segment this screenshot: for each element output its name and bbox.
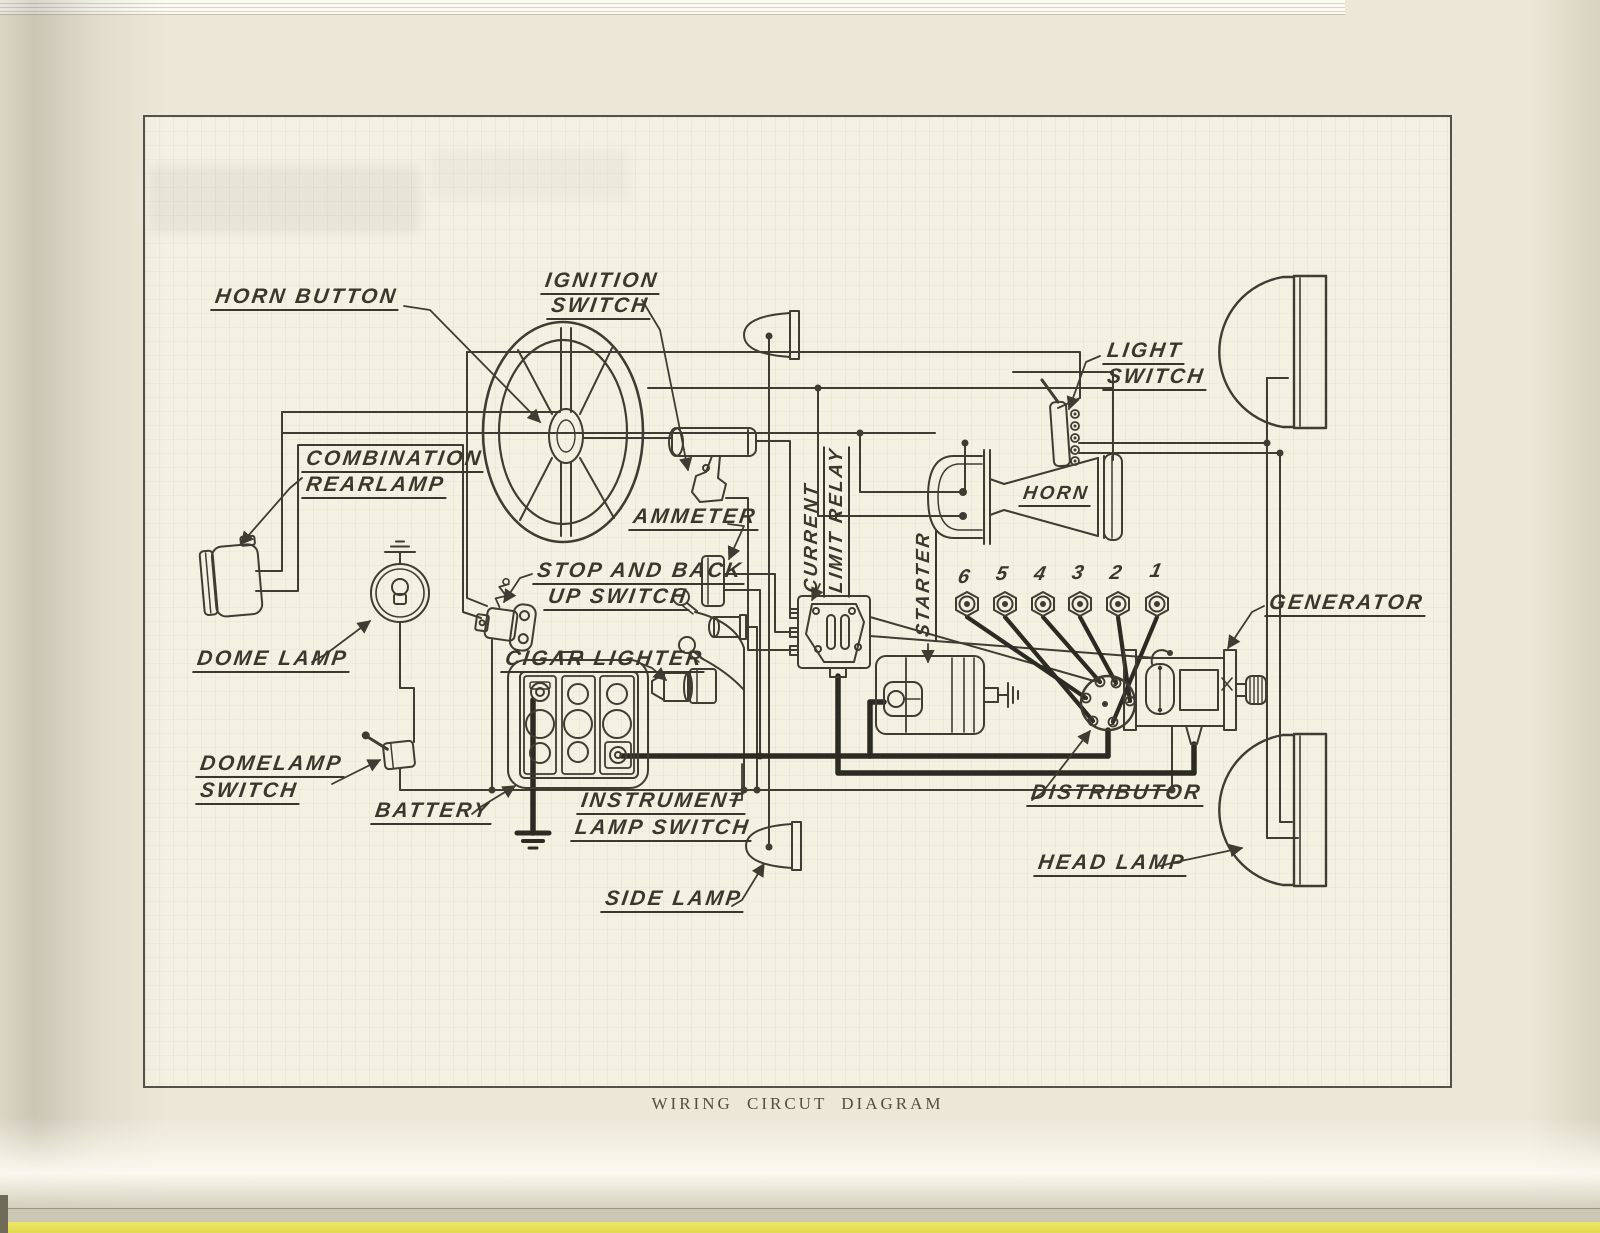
label-current-limit-line2: LIMIT RELAY — [826, 443, 850, 598]
label-horn: HORN — [1018, 483, 1094, 507]
label-side-lamp: SIDE LAMP — [600, 887, 747, 914]
spark-plugs — [955, 591, 1169, 617]
label-battery: BATTERY — [370, 799, 495, 826]
ammeter-drawing — [701, 555, 725, 607]
dist-terminal-2: 2 — [1127, 695, 1133, 705]
label-distributor: DISTRIBUTOR — [1026, 781, 1207, 808]
spark-plug — [993, 591, 1017, 617]
spark-plug-leads — [964, 614, 1160, 725]
label-combination-line2: REARLAMP — [301, 473, 450, 500]
dist-terminal-6: 6 — [1089, 716, 1095, 726]
underlying-cover-edge — [0, 1222, 1600, 1233]
spark-plug — [955, 591, 979, 617]
spark-plug — [1106, 591, 1130, 617]
side-lamp-bottom — [745, 821, 802, 871]
dome-lamp-drawing — [370, 540, 430, 623]
underlying-page-edge — [0, 1208, 1600, 1223]
label-dome-lamp: DOME LAMP — [192, 647, 353, 674]
page-right-shadow — [1530, 0, 1600, 1233]
steering-wheel — [481, 320, 645, 544]
label-instrument-line1: INSTRUMENT — [576, 789, 749, 816]
page-top-edge — [0, 0, 1345, 15]
label-combination-line1: COMBINATION — [301, 447, 488, 474]
stop-backup-switch-drawing — [474, 577, 537, 652]
label-instrument-line2: LAMP SWITCH — [570, 816, 755, 843]
label-current-limit-relay: CURRENT LIMIT RELAY — [801, 443, 852, 598]
label-cigar-lighter: CIGAR LIGHTER — [500, 647, 708, 674]
label-stop-back-line2: UP SWITCH — [543, 585, 693, 612]
label-starter: STARTER — [913, 526, 939, 642]
print-bleedthrough-smudge — [150, 165, 420, 233]
label-horn-button: HORN BUTTON — [210, 285, 403, 312]
instrument-lamps-drawing — [672, 588, 758, 691]
book-binding-shadow — [0, 0, 170, 1233]
cigar-lighter-drawing — [651, 668, 717, 704]
label-domelamp-switch-line1: DOMELAMP — [195, 752, 348, 779]
label-ignition-line1: IGNITION — [540, 269, 664, 296]
spark-plug — [1031, 591, 1055, 617]
label-ammeter: AMMETER — [628, 505, 762, 532]
label-current-limit-line1: CURRENT — [801, 443, 825, 598]
label-ignition-line2: SWITCH — [546, 294, 654, 321]
head-lamp-bottom — [1218, 732, 1328, 888]
print-bleedthrough-smudge — [430, 150, 630, 200]
spark-plug — [1145, 591, 1169, 617]
current-limit-relay-drawing — [789, 595, 871, 678]
spark-plug — [1068, 591, 1092, 617]
dist-terminal-5: 5 — [1082, 692, 1088, 702]
generator-drawing — [1123, 649, 1267, 745]
label-leaders — [240, 299, 1265, 907]
dist-terminal-4: 4 — [1096, 676, 1102, 686]
label-light-switch-line2: SWITCH — [1102, 365, 1210, 392]
dist-terminal-1: 1 — [1110, 717, 1116, 727]
label-stop-back-line1: STOP AND BACK — [532, 559, 748, 586]
label-head-lamp: HEAD LAMP — [1033, 851, 1191, 878]
battery-drawing — [507, 651, 649, 789]
combination-rearlamp-drawing — [198, 534, 264, 618]
label-light-switch-line1: LIGHT — [1102, 339, 1188, 366]
dist-terminal-3: 3 — [1113, 678, 1119, 688]
side-lamp-top — [743, 310, 800, 360]
starter-drawing — [875, 655, 1019, 735]
domelamp-switch-drawing — [361, 731, 416, 771]
label-generator: GENERATOR — [1264, 591, 1429, 618]
light-switch-drawing — [1040, 378, 1080, 468]
figure-caption: WIRING CIRCUT DIAGRAM — [651, 1094, 944, 1113]
horn-drawing — [927, 449, 1123, 545]
page-bottom-curl — [0, 1118, 1600, 1210]
bottom-left-corner-shadow — [0, 1195, 8, 1233]
label-domelamp-switch-line2: SWITCH — [195, 779, 303, 806]
head-lamp-top — [1218, 274, 1328, 430]
label-starter-text: STARTER — [913, 526, 937, 642]
